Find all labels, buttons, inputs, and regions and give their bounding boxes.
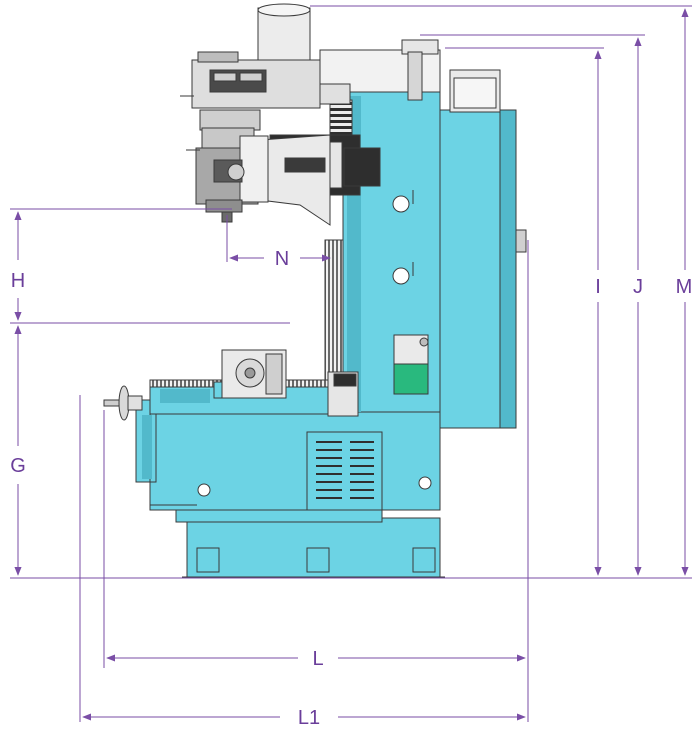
top-cap bbox=[319, 39, 441, 105]
dimension-labels: H G N I J M L L1 bbox=[10, 248, 692, 729]
electrical-cabinet bbox=[439, 69, 527, 429]
dim-label-i: I bbox=[595, 276, 601, 298]
machine-drawing bbox=[103, 3, 527, 578]
ram bbox=[259, 134, 381, 226]
dim-label-n: N bbox=[275, 248, 289, 270]
dim-label-l1: L1 bbox=[298, 707, 320, 729]
dim-label-j: J bbox=[633, 276, 643, 298]
handwheel bbox=[103, 385, 143, 421]
dim-label-m: M bbox=[676, 276, 693, 298]
machine-base bbox=[175, 508, 445, 578]
control-box bbox=[393, 334, 429, 395]
table-saddle bbox=[149, 349, 331, 415]
milling-head bbox=[180, 3, 321, 223]
dim-label-h: H bbox=[11, 270, 25, 292]
dim-label-g: G bbox=[10, 455, 26, 477]
knee-body bbox=[135, 399, 441, 511]
dim-label-l: L bbox=[312, 648, 323, 670]
dimension-annotations bbox=[10, 5, 692, 722]
